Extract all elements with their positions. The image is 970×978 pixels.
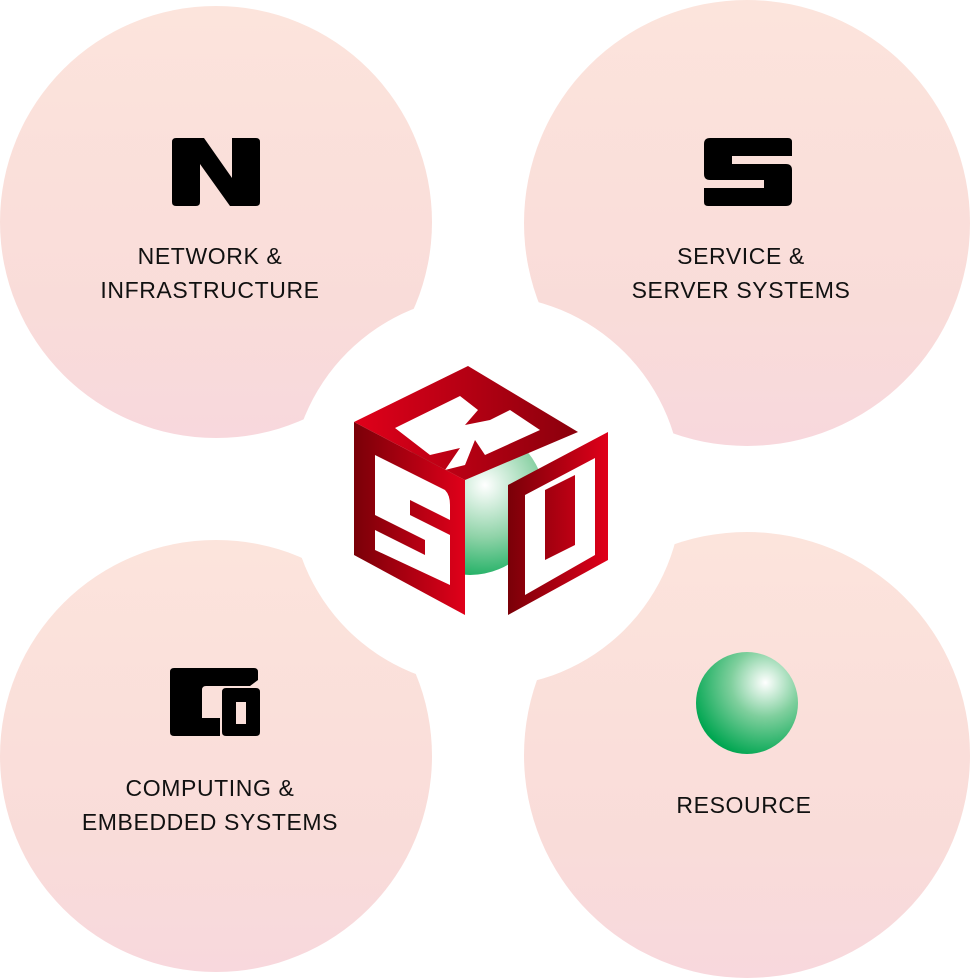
nsco-cube-logo	[354, 366, 608, 615]
label-service: SERVICE & SERVER SYSTEMS	[561, 239, 921, 307]
label-line: SERVER SYSTEMS	[631, 277, 851, 303]
label-network: NETWORK & INFRASTRUCTURE	[30, 239, 390, 307]
label-resource: RESOURCE	[564, 788, 924, 822]
label-line: RESOURCE	[676, 792, 812, 818]
co-letters-icon	[170, 668, 260, 736]
label-line: SERVICE &	[677, 243, 805, 269]
n-letter-icon	[172, 138, 260, 206]
label-line: NETWORK &	[137, 243, 283, 269]
label-computing: COMPUTING & EMBEDDED SYSTEMS	[30, 771, 390, 839]
s-letter-icon	[704, 138, 792, 206]
label-line: EMBEDDED SYSTEMS	[81, 809, 339, 835]
label-line: INFRASTRUCTURE	[100, 277, 320, 303]
label-line: COMPUTING &	[125, 775, 295, 801]
green-sphere-icon	[696, 652, 798, 754]
